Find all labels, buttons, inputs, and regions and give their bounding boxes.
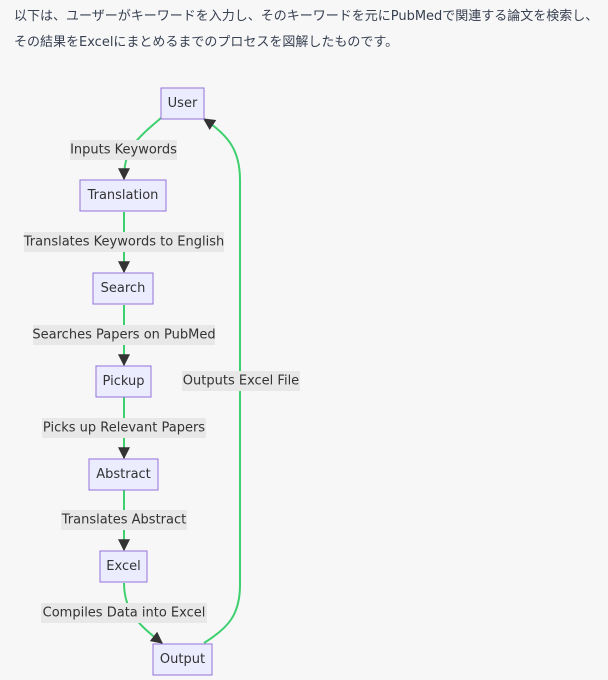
svg-text:Translation: Translation: [87, 188, 159, 203]
svg-text:Search: Search: [101, 281, 146, 296]
node-excel: Excel: [99, 550, 148, 583]
edge-label-inputs-keywords: Inputs Keywords: [70, 140, 177, 160]
node-abstract: Abstract: [88, 458, 159, 491]
svg-text:Excel: Excel: [106, 559, 140, 574]
svg-text:Compiles Data into Excel: Compiles Data into Excel: [43, 606, 206, 621]
svg-text:Abstract: Abstract: [96, 467, 151, 482]
edge-label-searches-papers: Searches Papers on PubMed: [32, 325, 216, 345]
svg-text:Pickup: Pickup: [103, 374, 145, 389]
node-search: Search: [92, 272, 154, 305]
node-pickup: Pickup: [95, 365, 152, 398]
edge-label-compiles-data: Compiles Data into Excel: [41, 603, 207, 623]
svg-text:Output: Output: [160, 652, 205, 667]
svg-text:Inputs Keywords: Inputs Keywords: [70, 143, 177, 158]
svg-text:Picks up Relevant Papers: Picks up Relevant Papers: [43, 421, 205, 436]
svg-text:Translates Keywords to English: Translates Keywords to English: [23, 235, 224, 250]
intro-paragraph: 以下は、ユーザーがキーワードを入力し、そのキーワードを元にPubMedで関連する…: [14, 9, 599, 50]
node-output: Output: [152, 643, 213, 676]
svg-text:Outputs Excel File: Outputs Excel File: [183, 374, 299, 389]
svg-text:Translates Abstract: Translates Abstract: [61, 513, 187, 528]
edge-label-picks-up-papers: Picks up Relevant Papers: [42, 418, 206, 438]
node-translation: Translation: [79, 179, 167, 212]
edge-label-outputs-excel-file: Outputs Excel File: [182, 371, 300, 391]
edge-label-translates-abstract: Translates Abstract: [61, 510, 187, 530]
edge-label-translates-keywords: Translates Keywords to English: [23, 232, 224, 252]
node-user: User: [160, 87, 205, 120]
svg-text:Searches Papers on PubMed: Searches Papers on PubMed: [32, 328, 215, 343]
svg-text:User: User: [168, 96, 198, 111]
